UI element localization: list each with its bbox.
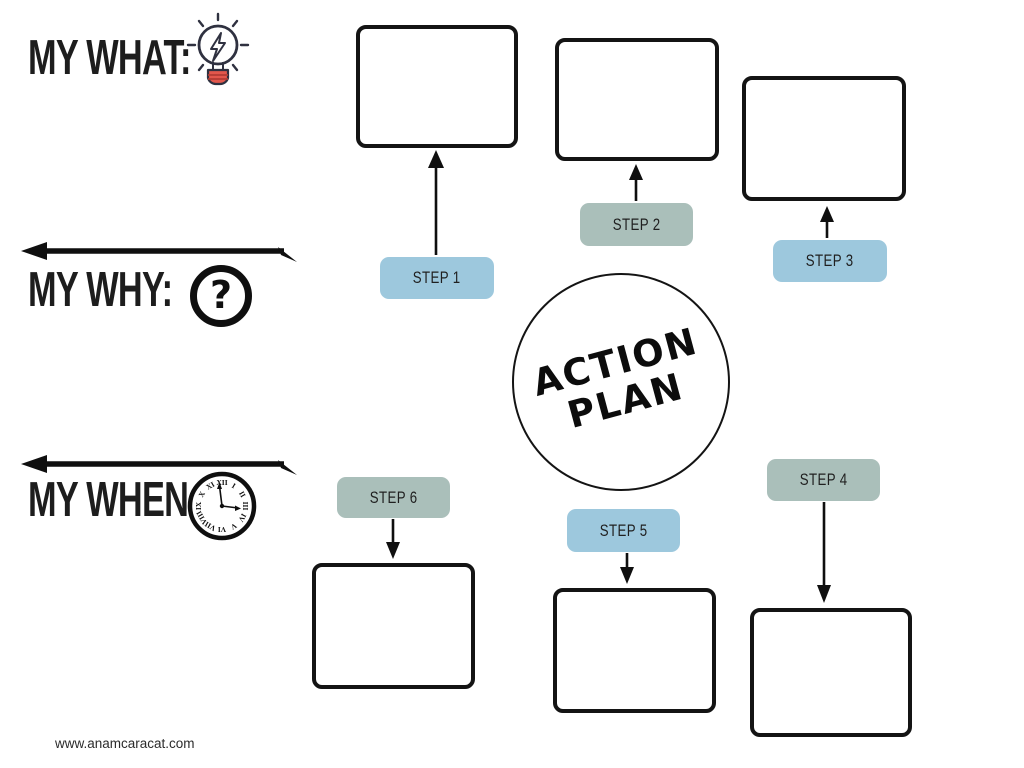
action-plan-circle: ACTION PLAN [512,273,730,491]
content-box-step-3[interactable] [742,76,906,201]
step-6-label: STEP 6 [337,477,450,518]
arrow-step-3 [820,206,834,238]
arrow-step-5 [620,553,634,584]
content-box-step-2[interactable] [555,38,719,161]
arrow-step-4 [817,502,831,603]
step-5-label: STEP 5 [567,509,680,552]
svg-text:XI: XI [204,480,216,492]
svg-text:I: I [230,481,237,490]
lightbulb-icon [180,12,256,92]
content-box-step-5[interactable] [553,588,716,713]
content-box-step-4[interactable] [750,608,912,737]
step-4-label: STEP 4 [767,459,880,501]
question-mark-icon: ? [190,265,252,327]
clock-icon: XII I II III IV V VI VII VIII IX X XI [186,470,258,542]
footer-url: www.anamcaracat.com [55,736,195,751]
arrow-step-6 [386,519,400,559]
content-box-step-6[interactable] [312,563,475,689]
svg-text:XII: XII [216,478,227,487]
step-3-label: STEP 3 [773,240,887,282]
content-box-step-1[interactable] [356,25,518,148]
heading-my-why: MY WHY: [28,263,173,317]
question-glyph: ? [209,273,233,317]
svg-text:IX: IX [194,501,203,510]
heading-my-when: MY WHEN: [28,473,200,527]
svg-text:X: X [196,489,207,499]
action-plan-title: ACTION PLAN [528,319,703,437]
svg-text:III: III [241,502,250,511]
step-1-label: STEP 1 [380,257,494,299]
svg-text:II: II [237,489,248,499]
arrow-step-2 [629,164,643,201]
svg-text:V: V [229,521,239,532]
divider-arrow-why [21,242,297,262]
step-2-label: STEP 2 [580,203,693,246]
heading-my-what: MY WHAT: [28,31,191,85]
svg-text:VI: VI [218,525,226,534]
arrow-step-1 [428,150,444,255]
